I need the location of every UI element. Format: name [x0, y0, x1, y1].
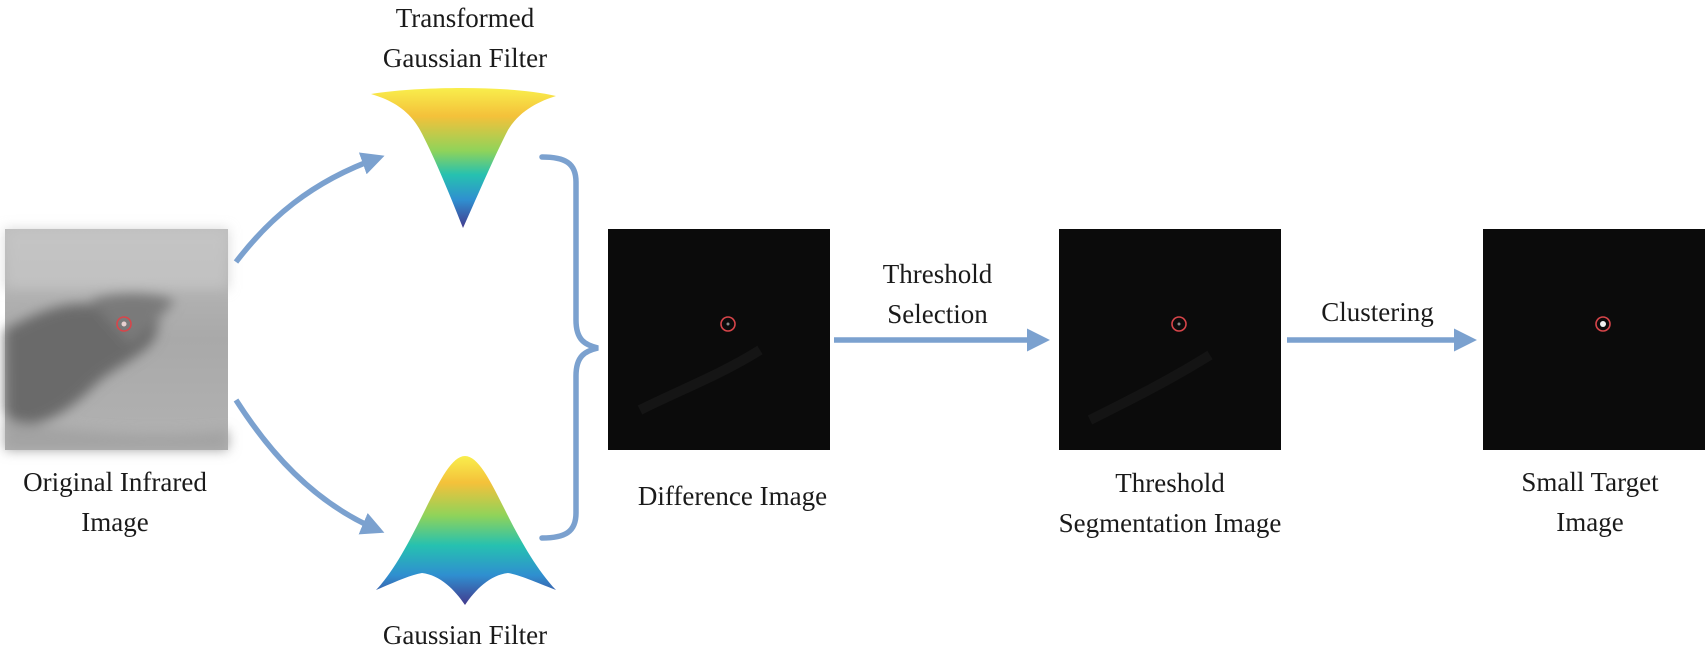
target-marker-icon — [1171, 316, 1187, 332]
difference-image — [608, 229, 830, 450]
label-clustering: Clustering — [1321, 297, 1434, 327]
label-difference-image: Difference Image — [637, 481, 828, 511]
target-marker-icon — [116, 316, 132, 332]
label-gaussian-filter: Gaussian Filter — [382, 620, 548, 650]
small-target-image — [1483, 229, 1705, 450]
target-marker-icon — [720, 316, 736, 332]
combine-brace — [539, 154, 599, 541]
original-infrared-image — [5, 229, 228, 450]
label-small-target-image: Small Target Image — [1521, 467, 1659, 537]
gaussian-filter-icon — [376, 456, 556, 605]
threshold-segmentation-image — [1059, 229, 1281, 450]
label-threshold-segmentation-image: Threshold Segmentation Image — [1058, 468, 1282, 538]
label-threshold-selection: Threshold Selection — [882, 259, 993, 329]
transformed-gaussian-filter-icon — [371, 88, 556, 228]
label-transformed-gaussian-filter: Transformed Gaussian Filter — [382, 3, 548, 73]
arrow-to-transformed-filter — [233, 152, 385, 264]
label-original-infrared-image: Original Infrared Image — [23, 467, 207, 537]
arrow-to-gaussian-filter — [233, 398, 385, 535]
target-marker-icon — [1595, 316, 1611, 332]
